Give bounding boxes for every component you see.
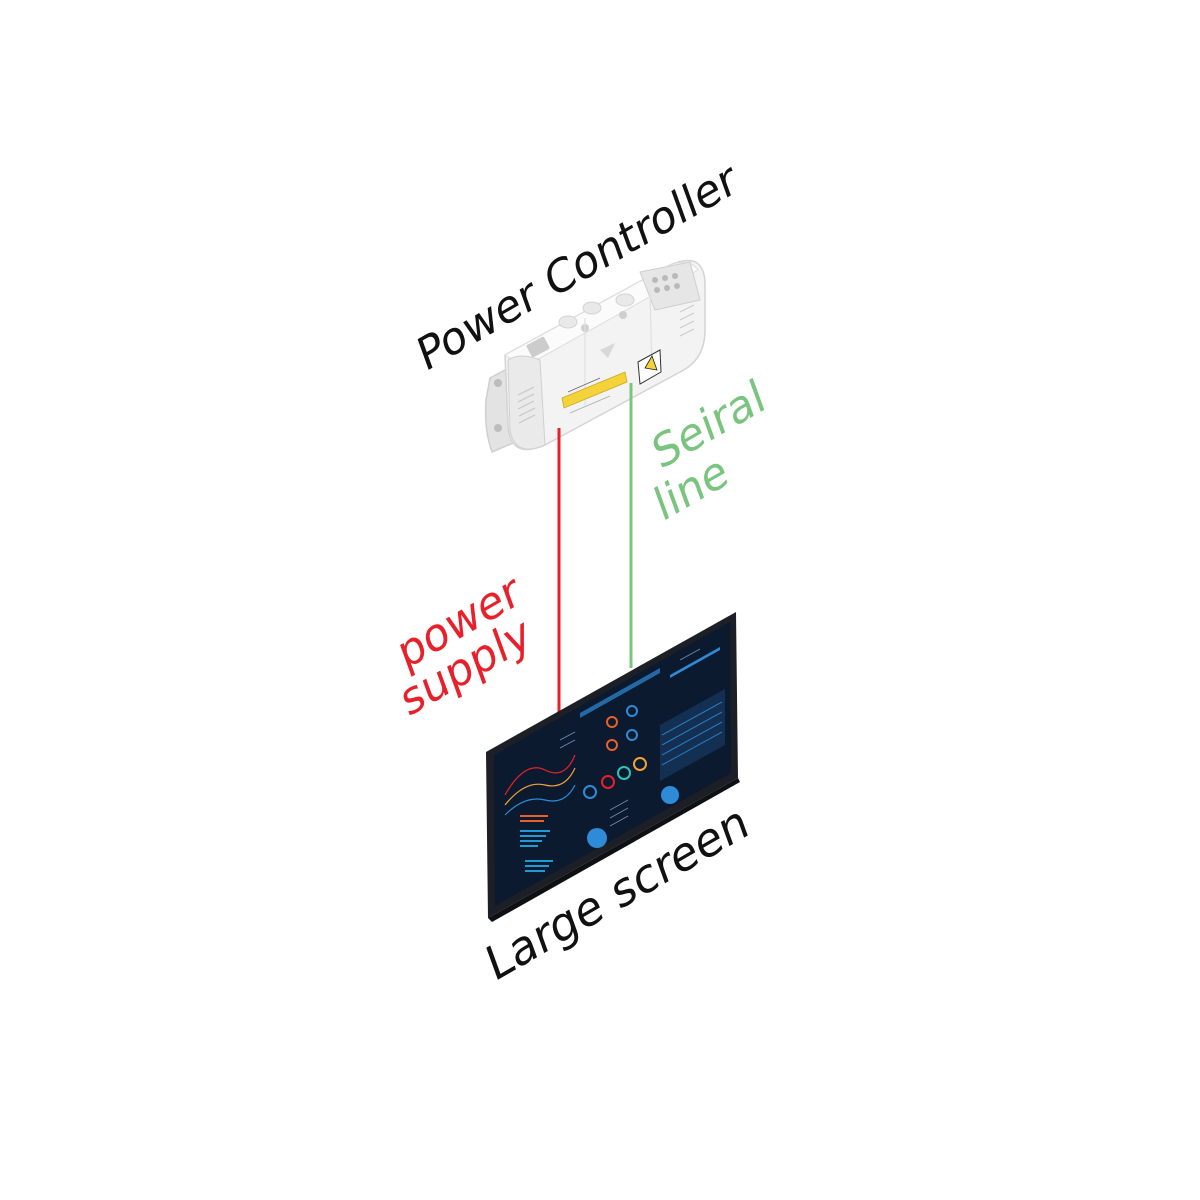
large-screen-icon <box>486 612 740 922</box>
power-controller-device-icon <box>484 259 706 454</box>
power-supply-label: power supply <box>391 564 537 728</box>
serial-line-label: Seiral line <box>646 370 771 533</box>
